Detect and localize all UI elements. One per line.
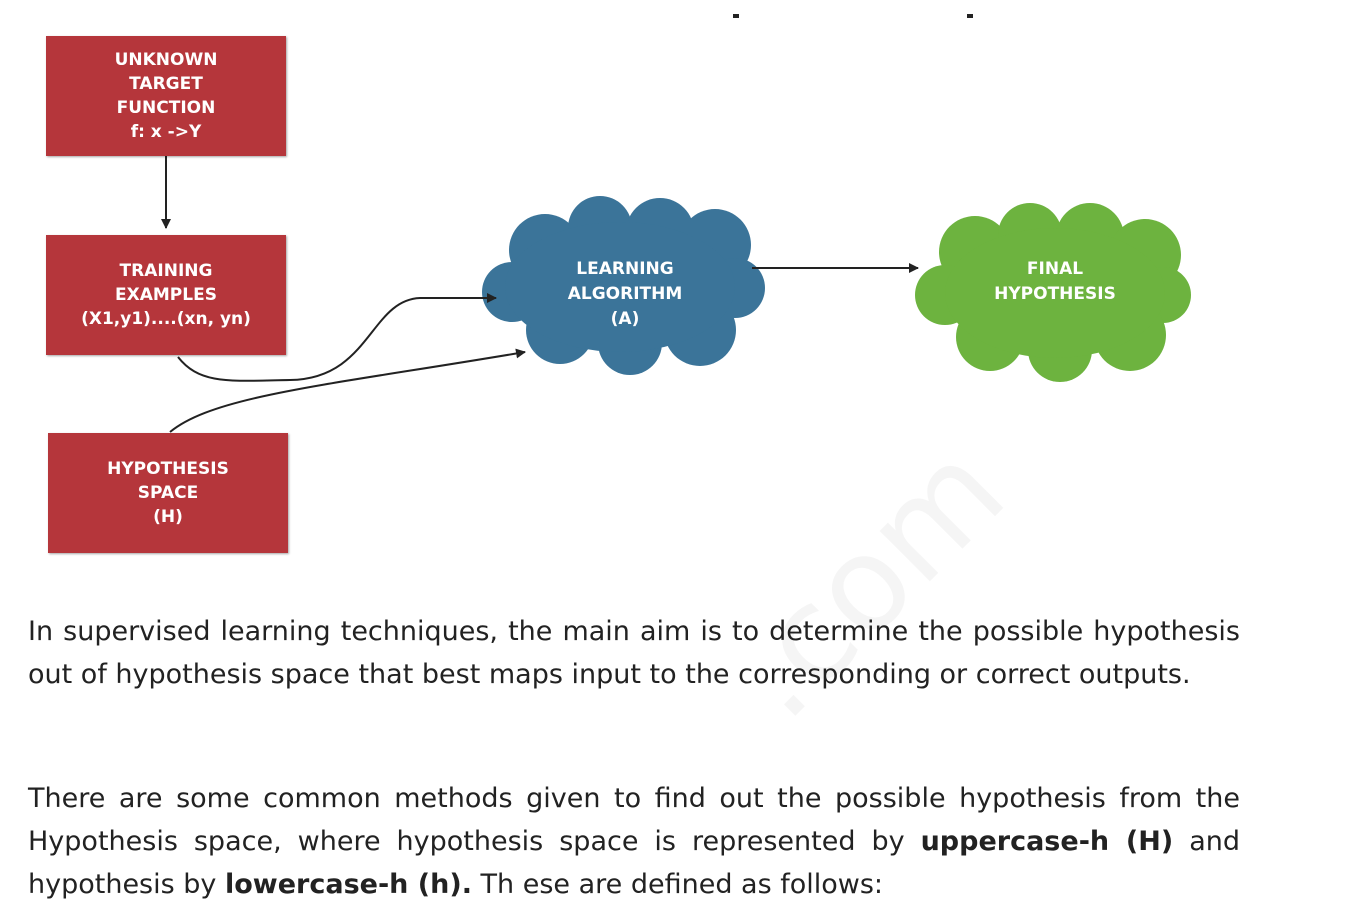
para2-bold-lowercase-h: lowercase-h (h). xyxy=(224,869,472,900)
space-box-line2: SPACE xyxy=(137,483,199,503)
hypothesis-diagram: UNKNOWN TARGET FUNCTION f: x ->Y TRAININ… xyxy=(46,14,1191,553)
arrow-training-to-learning xyxy=(177,293,497,382)
training-box-line2: EXAMPLES xyxy=(115,285,217,305)
training-box-line3: (X1,y1)....(xn, yn) xyxy=(81,309,251,329)
target-box-line3: FUNCTION xyxy=(116,98,216,118)
hypothesis-space-box: HYPOTHESIS SPACE (H) xyxy=(48,433,288,553)
target-box-line4: f: x ->Y xyxy=(130,122,202,142)
target-box-line1: UNKNOWN xyxy=(114,50,218,70)
learning-algorithm-label: LEARNING ALGORITHM (A) xyxy=(530,257,720,332)
learning-cloud-line3: (A) xyxy=(610,309,640,329)
training-examples-box: TRAINING EXAMPLES (X1,y1)....(xn, yn) xyxy=(46,235,286,355)
arrow-space-to-learning xyxy=(169,348,526,433)
target-box-line2: TARGET xyxy=(129,74,203,94)
final-cloud-shape xyxy=(915,203,1191,382)
learning-cloud-line2: ALGORITHM xyxy=(567,284,683,304)
training-box-line1: TRAINING xyxy=(119,261,213,281)
para2-text-part3: Th ese are defined as follows: xyxy=(471,869,884,900)
para2-text-part1: There are some common methods given to f… xyxy=(28,783,1240,857)
space-box-line3: (H) xyxy=(153,507,183,527)
paragraph-common-methods: There are some common methods given to f… xyxy=(28,777,1240,906)
space-box-line1: HYPOTHESIS xyxy=(107,459,229,479)
learning-cloud-shape xyxy=(482,196,765,375)
top-edge-mark-right xyxy=(967,14,973,18)
final-cloud-line1: FINAL xyxy=(1026,259,1084,279)
diagram-connectors xyxy=(161,14,1191,433)
para2-text-part2: and hypothesis by xyxy=(28,826,1240,900)
paragraph-supervised-learning: In supervised learning techniques, the m… xyxy=(28,616,1240,690)
final-cloud-line2: HYPOTHESIS xyxy=(994,284,1116,304)
top-edge-mark-left xyxy=(733,14,739,18)
unknown-target-function-box: UNKNOWN TARGET FUNCTION f: x ->Y xyxy=(46,36,286,156)
para2-bold-uppercase-h: uppercase-h (H) xyxy=(920,826,1174,857)
final-hypothesis-label: FINAL HYPOTHESIS xyxy=(960,257,1150,307)
learning-cloud-line1: LEARNING xyxy=(576,259,674,279)
